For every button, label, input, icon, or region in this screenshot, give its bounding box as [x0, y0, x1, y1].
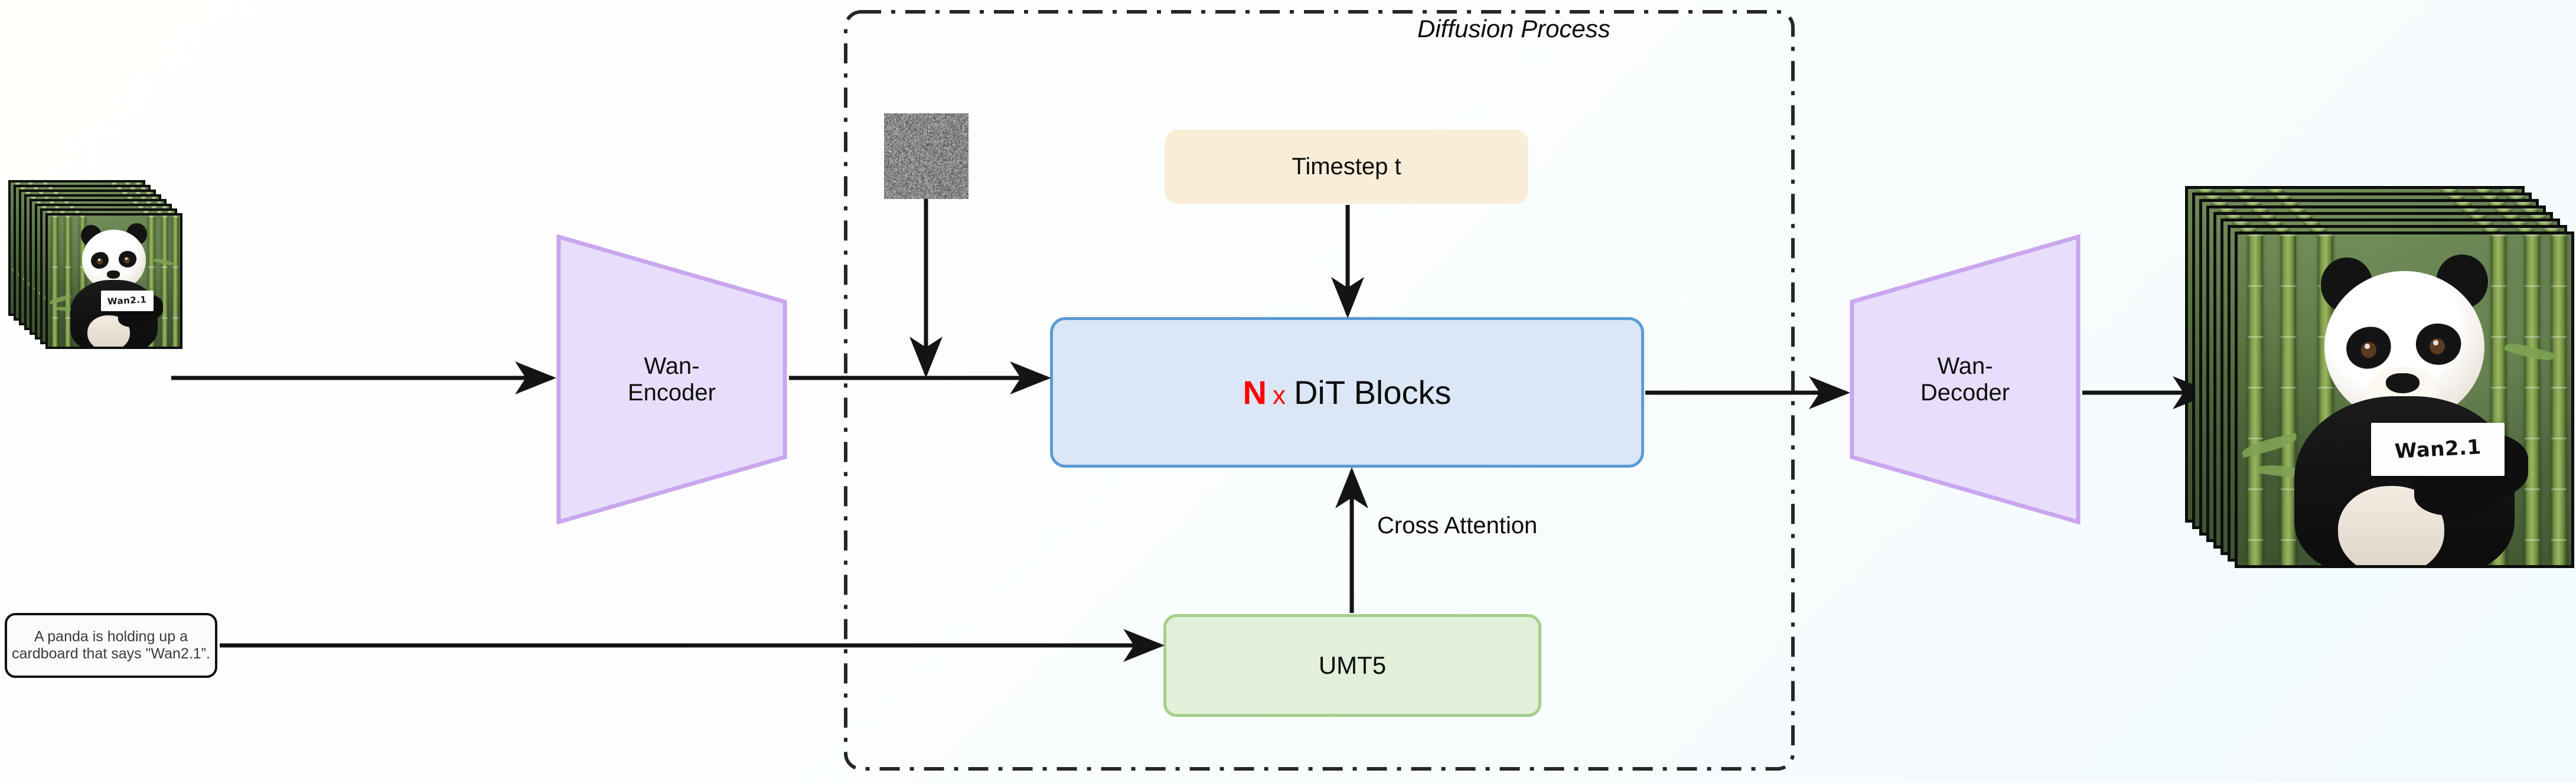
wan-decoder-block[interactable]: Wan- Decoder [1848, 233, 2082, 526]
decoder-label-line-1: Wan- [1937, 353, 1993, 379]
cross-attention-label: Cross Attention [1377, 513, 1537, 539]
video-frame-front: Wan2.1 [45, 213, 182, 349]
decoder-label-line-2: Decoder [1920, 380, 2010, 406]
dit-blocks-box[interactable]: Nx DiT Blocks [1050, 317, 1644, 468]
dit-label: DiT Blocks [1294, 374, 1452, 411]
prompt-line-2: cardboard that says "Wan2.1”. [12, 645, 210, 663]
output-video-stack: Wan2.1Wan2.1Wan2.1Wan2.1Wan2.1Wan2.1Wan2… [2185, 186, 2575, 599]
video-frame-front: Wan2.1 [2235, 231, 2574, 568]
umt5-label: UMT5 [1319, 651, 1386, 680]
panda-frame-art: Wan2.1 [2238, 234, 2571, 565]
encoder-label-line-2: Encoder [628, 380, 716, 406]
timestep-label: Timestep t [1292, 154, 1401, 180]
dit-count: N [1243, 374, 1266, 411]
timestep-box[interactable]: Timestep t [1165, 130, 1528, 204]
wan-sign: Wan2.1 [2371, 423, 2505, 476]
umt5-box[interactable]: UMT5 [1163, 614, 1541, 717]
encoder-label-line-1: Wan- [644, 353, 699, 379]
diffusion-process-label: Diffusion Process [1417, 15, 1610, 43]
wan-encoder-block[interactable]: Wan- Encoder [555, 233, 788, 526]
input-video-stack: Wan2.1Wan2.1Wan2.1Wan2.1Wan2.1Wan2.1Wan2… [8, 180, 168, 337]
prompt-box[interactable]: A panda is holding up a cardboard that s… [5, 613, 217, 678]
dit-times-symbol: x [1273, 381, 1286, 410]
panda-frame-art: Wan2.1 [48, 216, 180, 347]
prompt-line-1: A panda is holding up a [34, 628, 188, 645]
noise-latent-patch [884, 113, 969, 199]
wan-sign: Wan2.1 [101, 291, 154, 312]
